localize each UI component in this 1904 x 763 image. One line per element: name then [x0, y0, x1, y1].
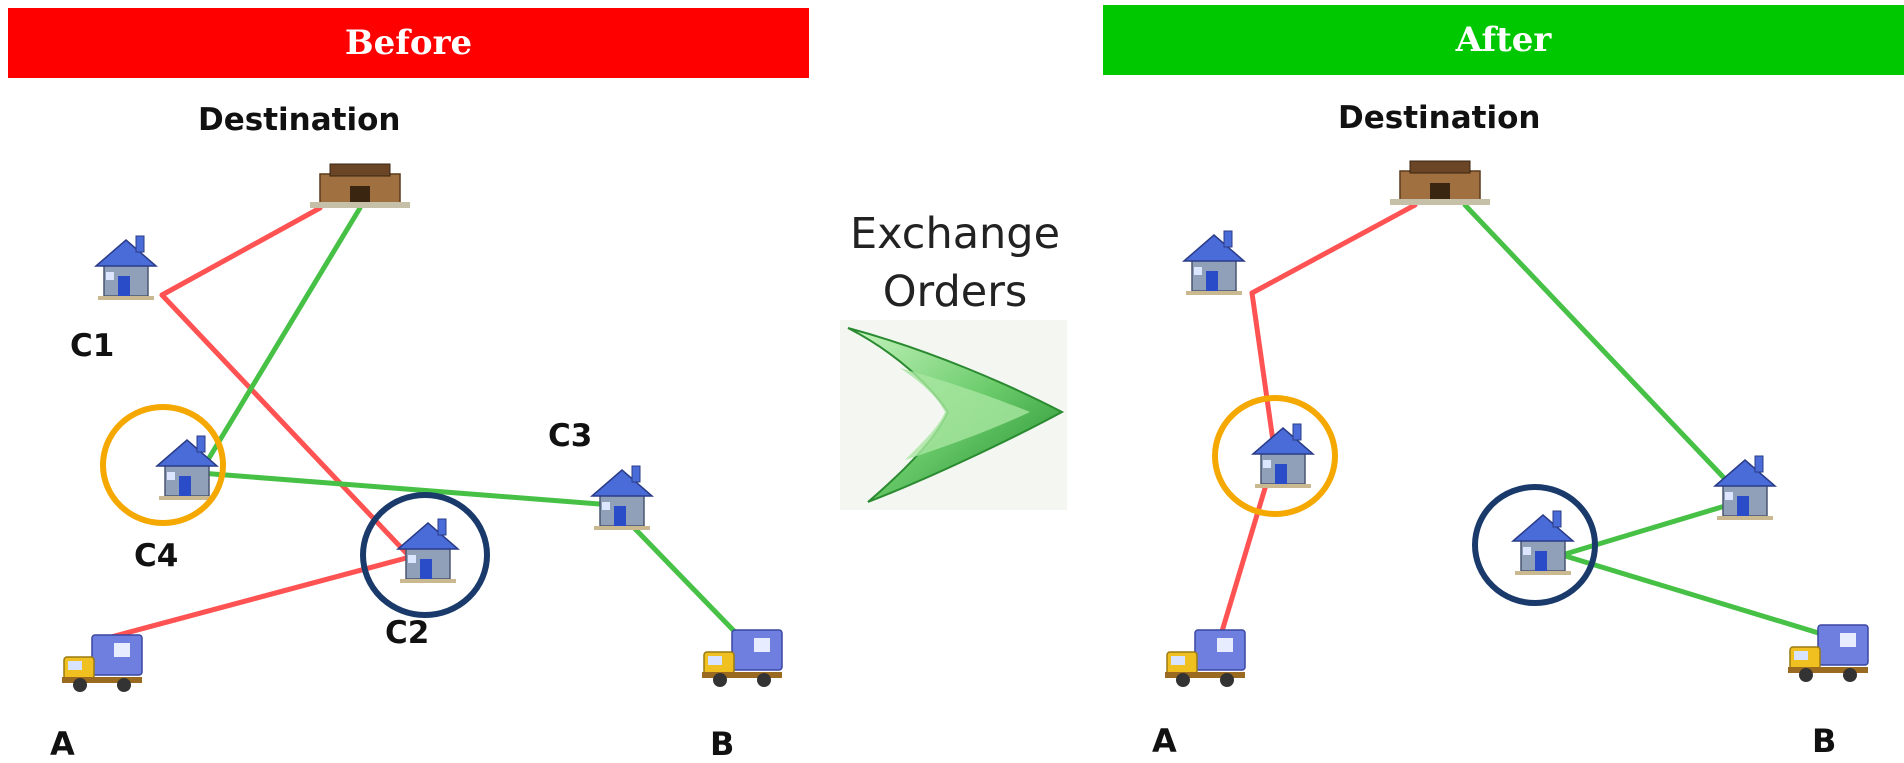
before-title: Before — [344, 23, 473, 63]
before-house-c1-icon — [95, 235, 157, 301]
before-label-c3: C3 — [548, 418, 593, 454]
after-destination-label: Destination — [1338, 100, 1541, 136]
after-route-red-seg — [1249, 290, 1278, 458]
after-truck-b-icon — [1787, 624, 1869, 683]
before-route-green-seg — [197, 470, 615, 508]
after-house-c2-icon — [1512, 510, 1574, 576]
before-route-red-seg — [159, 292, 413, 560]
before-highlight-c2 — [360, 492, 490, 618]
after-house-c4-icon — [1252, 423, 1314, 489]
before-route-red-seg — [97, 554, 413, 643]
after-house-c1-icon — [1183, 230, 1245, 296]
after-destination-depot-icon — [1389, 160, 1491, 206]
before-destination-label: Destination — [198, 102, 401, 138]
after-banner: After — [1103, 5, 1904, 75]
after-route-green-seg — [1559, 552, 1838, 641]
before-highlight-c4 — [100, 404, 226, 526]
before-label-a: A — [50, 725, 75, 763]
before-house-c3-icon — [591, 465, 653, 531]
exchange-orders-label: Exchange Orders — [845, 205, 1065, 321]
orders-label: Orders — [882, 267, 1028, 317]
before-label-c2: C2 — [385, 615, 430, 651]
before-house-c4-icon — [156, 435, 218, 501]
before-route-green-seg — [197, 205, 363, 476]
before-house-c2-icon — [397, 518, 459, 584]
exchange-label: Exchange — [849, 209, 1061, 259]
before-routes — [97, 205, 738, 643]
after-house-c3-icon — [1714, 455, 1776, 521]
after-route-red-seg — [1249, 202, 1418, 296]
before-route-red-seg — [159, 205, 323, 298]
after-highlight-c2 — [1472, 484, 1598, 606]
before-banner: Before — [8, 8, 809, 78]
before-truck-b-icon — [701, 629, 783, 688]
after-truck-a-icon — [1164, 629, 1246, 688]
before-truck-a-icon — [61, 634, 143, 693]
after-label-a: A — [1152, 722, 1177, 760]
before-label-c4: C4 — [134, 538, 179, 574]
before-label-c1: C1 — [70, 328, 115, 364]
after-route-green-seg — [1462, 202, 1748, 503]
before-label-b: B — [710, 725, 735, 763]
right-arrow-icon — [840, 320, 1067, 510]
after-highlight-c4 — [1212, 395, 1338, 517]
before-destination-depot-icon — [309, 163, 411, 209]
after-label-b: B — [1812, 722, 1837, 760]
after-title: After — [1455, 20, 1552, 60]
